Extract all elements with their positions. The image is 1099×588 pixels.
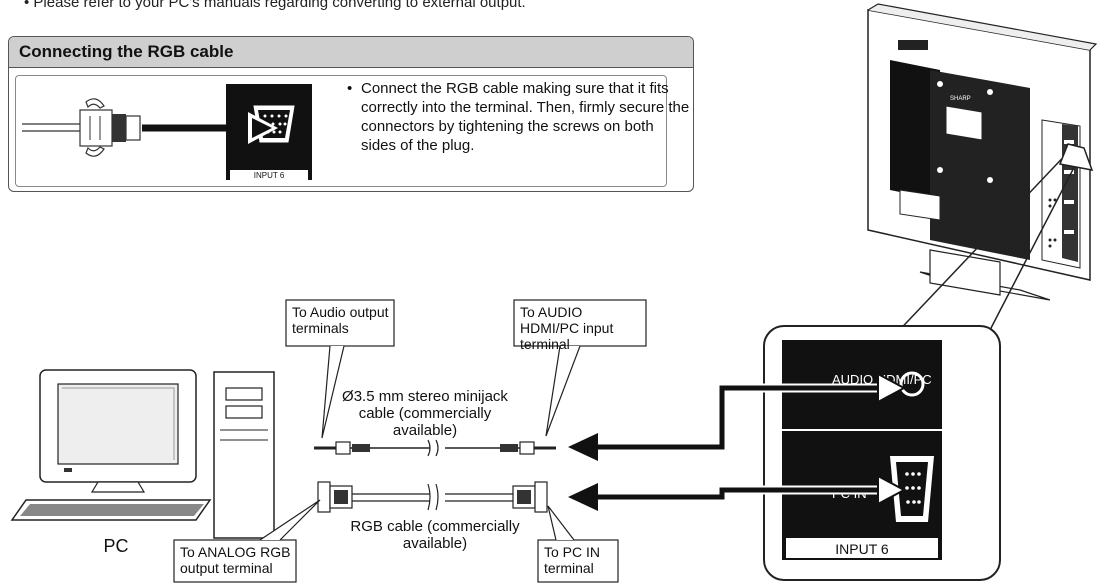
zoom-input-label: INPUT 6 bbox=[835, 541, 889, 557]
rgb-connection-panel: Connecting the RGB cable IN bbox=[8, 36, 694, 192]
zoom-panel: AUDIO HDMI/PC PC IN INPUT 6 bbox=[763, 325, 1001, 581]
instruction-text: Connect the RGB cable making sure that i… bbox=[361, 80, 690, 154]
tv-rear-illustration: SHARP bbox=[867, 3, 1098, 301]
pc-label: PC bbox=[103, 536, 129, 556]
bullet-icon: • bbox=[347, 80, 353, 97]
callout-analog-rgb bbox=[173, 499, 321, 583]
zoom-line-left bbox=[889, 147, 1073, 341]
panel-title: Connecting the RGB cable bbox=[9, 37, 693, 68]
rgb-cable-label: RGB cable (commercially available) bbox=[350, 518, 520, 552]
zoom-line-right bbox=[989, 151, 1083, 331]
minijack-cable-label: Ø3.5 mm stereo minijack cable (commercia… bbox=[342, 388, 508, 439]
callout-audio-hdmi-pc bbox=[513, 299, 647, 437]
callout-analog-rgb-text: To ANALOG RGB output terminal bbox=[180, 544, 291, 576]
top-note: • Please refer to your PC's manuals rega… bbox=[24, 0, 526, 11]
audio-arrow bbox=[568, 372, 907, 461]
tv-brand: SHARP bbox=[950, 96, 971, 102]
callout-audio-output bbox=[285, 299, 395, 439]
port-label: INPUT 6 bbox=[254, 171, 285, 180]
callout-audio-output-text: To Audio output terminals bbox=[292, 304, 389, 336]
panel-instructions: • Connect the RGB cable making sure that… bbox=[347, 79, 691, 155]
callout-audio-hdmi-pc-text: To AUDIO HDMI/PC input terminal bbox=[520, 304, 614, 352]
rgb-arrow bbox=[568, 474, 907, 511]
callout-pc-in-text: To PC IN terminal bbox=[544, 544, 601, 576]
callout-pc-in bbox=[537, 505, 619, 583]
rgb-cable-illustration bbox=[317, 481, 548, 513]
rgb-plug-illustration: INPUT 6 bbox=[22, 84, 312, 180]
pc-illustration bbox=[10, 369, 275, 539]
panel-body: INPUT 6 bbox=[15, 75, 667, 187]
minijack-cable-illustration bbox=[314, 439, 556, 457]
